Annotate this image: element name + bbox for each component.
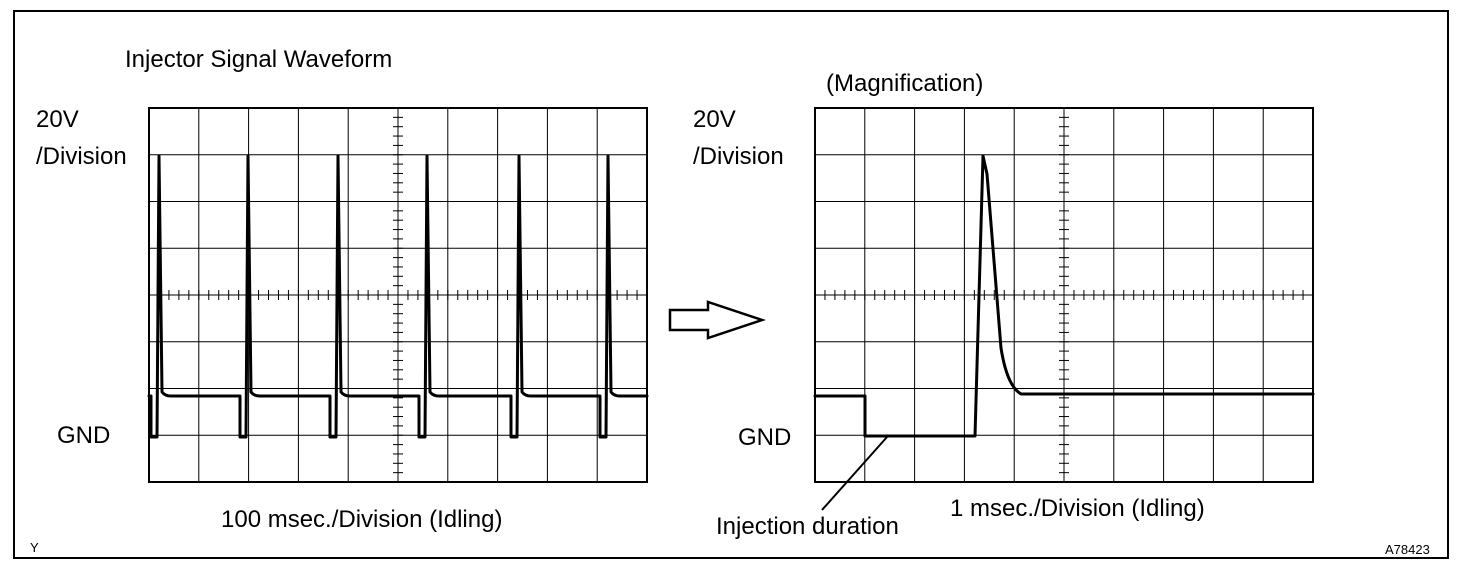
left-oscilloscope xyxy=(147,107,649,483)
right-time-scale: 1 msec./Division (Idling) xyxy=(950,495,1205,522)
right-voltage-scale: 20V xyxy=(693,106,736,133)
left-voltage-division: /Division xyxy=(36,143,127,170)
callout-leader-line xyxy=(821,436,888,511)
left-gnd-label: GND xyxy=(57,422,111,449)
magnification-arrow xyxy=(668,300,766,340)
injection-duration-callout: Injection duration xyxy=(716,513,899,540)
right-oscilloscope xyxy=(813,107,1315,483)
right-voltage-division: /Division xyxy=(693,143,784,170)
left-waveform xyxy=(147,154,649,439)
right-gnd-label: GND xyxy=(738,424,792,451)
left-voltage-scale: 20V xyxy=(36,106,79,133)
figure-frame xyxy=(13,10,1449,559)
magnification-label: (Magnification) xyxy=(826,70,984,97)
figure-title: Injector Signal Waveform xyxy=(125,46,393,73)
left-time-scale: 100 msec./Division (Idling) xyxy=(221,506,503,533)
figure-code: A78423 xyxy=(1385,542,1430,557)
right-waveform xyxy=(813,154,1315,438)
corner-letter: Y xyxy=(30,540,39,555)
